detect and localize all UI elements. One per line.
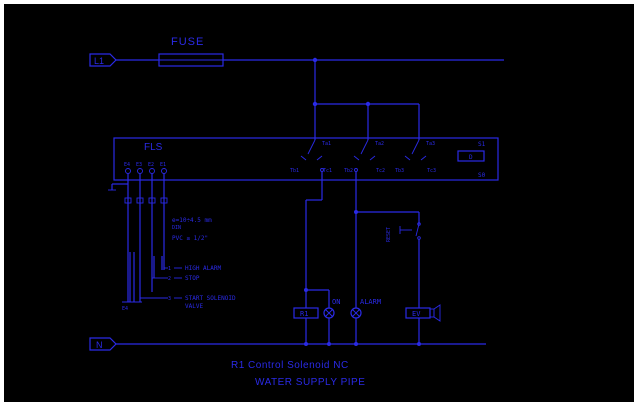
ground-lead — [108, 174, 129, 191]
valve-label: VALVE — [185, 303, 203, 310]
ta3-label: Ta3 — [426, 141, 435, 147]
stop-label: STOP — [185, 275, 200, 282]
junction-dot — [417, 342, 421, 346]
alarm-label: ALARM — [360, 298, 381, 306]
start-solenoid-label: START SOLENOID — [185, 295, 236, 302]
n-terminal: N — [89, 337, 117, 351]
alarm-lamp: ALARM — [350, 298, 381, 319]
electrode-terminals: E4 E3 E2 E1 — [124, 162, 167, 174]
relay-contacts: Ta1 Ta2 Ta3 Tb1 Tc1 Tb2 Tc2 Tb3 Tc3 — [290, 139, 436, 174]
r1-label: R1 — [300, 310, 308, 318]
tb3-label: Tb3 — [395, 168, 404, 174]
junction-dot — [327, 342, 331, 346]
note-din: DIN — [172, 225, 181, 231]
fuse-label: FUSE — [171, 36, 204, 48]
tc2-label: Tc2 — [376, 168, 385, 174]
ta1-label: Ta1 — [322, 141, 331, 147]
tc1-label: Tc1 — [323, 168, 332, 174]
tb1-label: Tb1 — [290, 168, 299, 174]
electrode-rods: E4 — [122, 252, 163, 312]
relay-r1: R1 — [293, 307, 319, 319]
rod-e4-label: E4 — [122, 306, 128, 312]
fuse: FUSE — [158, 36, 224, 67]
diagram-canvas: L1 FUSE FLS S1 D S0 E4 E3 E2 E1 Ta1 Ta2 … — [4, 4, 634, 402]
s1-label: S1 — [478, 141, 486, 148]
fls-label: FLS — [144, 142, 163, 153]
solenoid-ev: EV — [405, 304, 441, 322]
on-label: ON — [332, 298, 340, 306]
caption-line-1: R1 Control Solenoid NC — [231, 360, 349, 371]
s0-label: S0 — [478, 172, 486, 179]
ta2-label: Ta2 — [375, 141, 384, 147]
junction-dot — [354, 342, 358, 346]
relay-coil-d — [457, 150, 485, 162]
electrode-leads — [124, 174, 168, 302]
e1-lead-label: 1 — [168, 266, 171, 272]
e4-label: E4 — [124, 162, 130, 168]
d-label: D — [469, 154, 473, 161]
tc3-label: Tc3 — [427, 168, 436, 174]
l1-label: L1 — [94, 56, 104, 66]
e2-lead-label: 2 — [168, 276, 171, 282]
l1-terminal: L1 — [89, 53, 117, 67]
e3-label: E3 — [136, 162, 142, 168]
reset-pushbutton: RESET — [386, 222, 421, 242]
wiring-diagram: L1 FUSE FLS S1 D S0 E4 E3 E2 E1 Ta1 Ta2 … — [89, 36, 504, 388]
note-diameter: e=10÷4.5 mm — [172, 217, 212, 224]
high-alarm-label: HIGH ALARM — [185, 265, 222, 272]
e1-label: E1 — [160, 162, 166, 168]
on-lamp: ON — [323, 298, 340, 319]
e3-lead-label: 3 — [168, 296, 171, 302]
fls-relay-box — [113, 137, 499, 181]
junction-dot — [304, 288, 308, 292]
reset-label: RESET — [386, 227, 392, 242]
e2-label: E2 — [148, 162, 154, 168]
junction-dot — [304, 342, 308, 346]
n-label: N — [96, 340, 103, 350]
ev-label: EV — [412, 310, 421, 318]
tb2-label: Tb2 — [344, 168, 353, 174]
caption-line-2: WATER SUPPLY PIPE — [255, 377, 365, 388]
note-pvc: PVC ≥ 1/2" — [172, 235, 208, 242]
